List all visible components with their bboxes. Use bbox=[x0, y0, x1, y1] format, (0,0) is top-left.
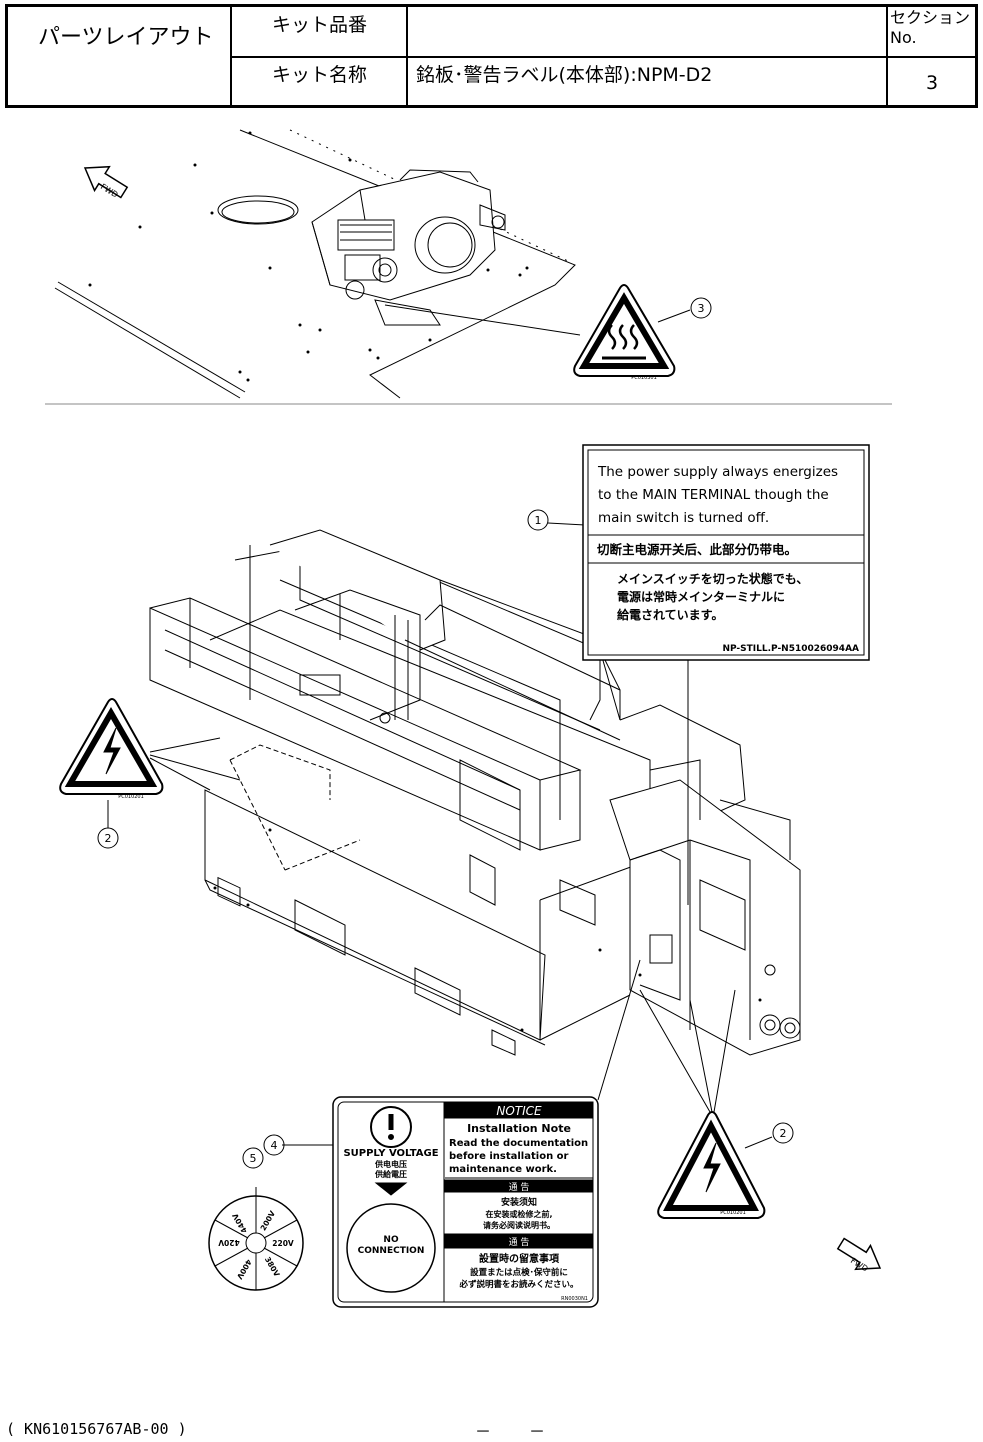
machine-body bbox=[149, 529, 801, 1056]
terminal-ja-line3: 給電されています。 bbox=[617, 607, 723, 622]
ja-title: 設置時の留意事項 bbox=[479, 1252, 560, 1265]
kit-name-value: 銘板･警告ラベル(本体部):NPM-D2 bbox=[416, 63, 713, 86]
no-connection-1: NO bbox=[383, 1235, 399, 1245]
supply-zh1: 供电电压 bbox=[374, 1159, 407, 1169]
terminal-en-line2: to the MAIN TERMINAL though the bbox=[598, 487, 829, 503]
zh-body1: 在安装或检修之前, bbox=[485, 1209, 552, 1219]
ja-head: 通 告 bbox=[509, 1236, 530, 1248]
terminal-en-line1: The power supply always energizes bbox=[597, 464, 838, 480]
callout-5: 5 bbox=[250, 1152, 257, 1165]
install-en3: maintenance work. bbox=[449, 1164, 557, 1175]
kit-name-label: キット名称 bbox=[272, 63, 368, 86]
terminal-ja-line2: 電源は常時メインターミナルに bbox=[617, 589, 785, 604]
zh-head: 通 告 bbox=[509, 1181, 530, 1193]
electric-shock-warning-icon-left bbox=[59, 698, 164, 795]
notice-heading: NOTICE bbox=[496, 1104, 542, 1118]
supply-code: RN0030N1 bbox=[561, 1296, 588, 1302]
shock-code-left: PC010201 bbox=[118, 794, 144, 800]
callout-2-left: 2 bbox=[105, 832, 112, 845]
terminal-ja-line1: メインスイッチを切った状態でも、 bbox=[617, 571, 808, 586]
kit-number-label: キット品番 bbox=[272, 13, 368, 36]
fwd-arrow-top bbox=[83, 165, 129, 199]
terminal-code: NP-STILL.P-N510026094AA bbox=[722, 644, 859, 654]
electric-shock-warning-icon-right bbox=[657, 1111, 766, 1219]
voltage-420: 420V bbox=[218, 1238, 240, 1247]
shock-code-right: PC010201 bbox=[720, 1210, 746, 1216]
callout-1: 1 bbox=[535, 514, 542, 527]
install-en2: before installation or bbox=[449, 1151, 569, 1162]
ja-body2: 必ず説明書をお読みください。 bbox=[458, 1279, 578, 1290]
terminal-zh-line: 切断主电源开关后、此部分仍带电。 bbox=[597, 542, 797, 557]
title-block: パーツレイアウト キット品番 セクションNo. キット名称 銘板･警告ラベル(本… bbox=[5, 4, 978, 108]
callout-4: 4 bbox=[271, 1139, 278, 1152]
document-code: ( KN610156767AB-00 ) bbox=[6, 1420, 187, 1438]
install-en1: Read the documentation bbox=[449, 1138, 588, 1149]
supply-zh2: 供給電圧 bbox=[374, 1169, 407, 1179]
no-connection-2: CONNECTION bbox=[358, 1246, 425, 1256]
callout-2-right: 2 bbox=[780, 1127, 787, 1140]
hot-surface-warning-icon bbox=[573, 284, 676, 377]
callout-3: 3 bbox=[698, 302, 705, 315]
page-number: － － bbox=[475, 1422, 548, 1441]
install-note: Installation Note bbox=[467, 1122, 571, 1135]
section-value: 3 bbox=[926, 72, 939, 94]
terminal-en-line3: main switch is turned off. bbox=[598, 510, 769, 526]
ja-body1: 設置または点検･保守前に bbox=[470, 1267, 568, 1278]
zh-body2: 请务必阅读说明书。 bbox=[483, 1220, 555, 1230]
supply-voltage-text: SUPPLY VOLTAGE bbox=[343, 1148, 438, 1159]
zh-title: 安装须知 bbox=[501, 1196, 537, 1208]
layout-title: パーツレイアウト bbox=[38, 25, 214, 50]
top-plate-view bbox=[54, 129, 581, 399]
fwd-arrow-bottom bbox=[836, 1237, 882, 1271]
hot-surface-code: PC010301 bbox=[631, 375, 657, 381]
voltage-220: 220V bbox=[272, 1239, 294, 1248]
